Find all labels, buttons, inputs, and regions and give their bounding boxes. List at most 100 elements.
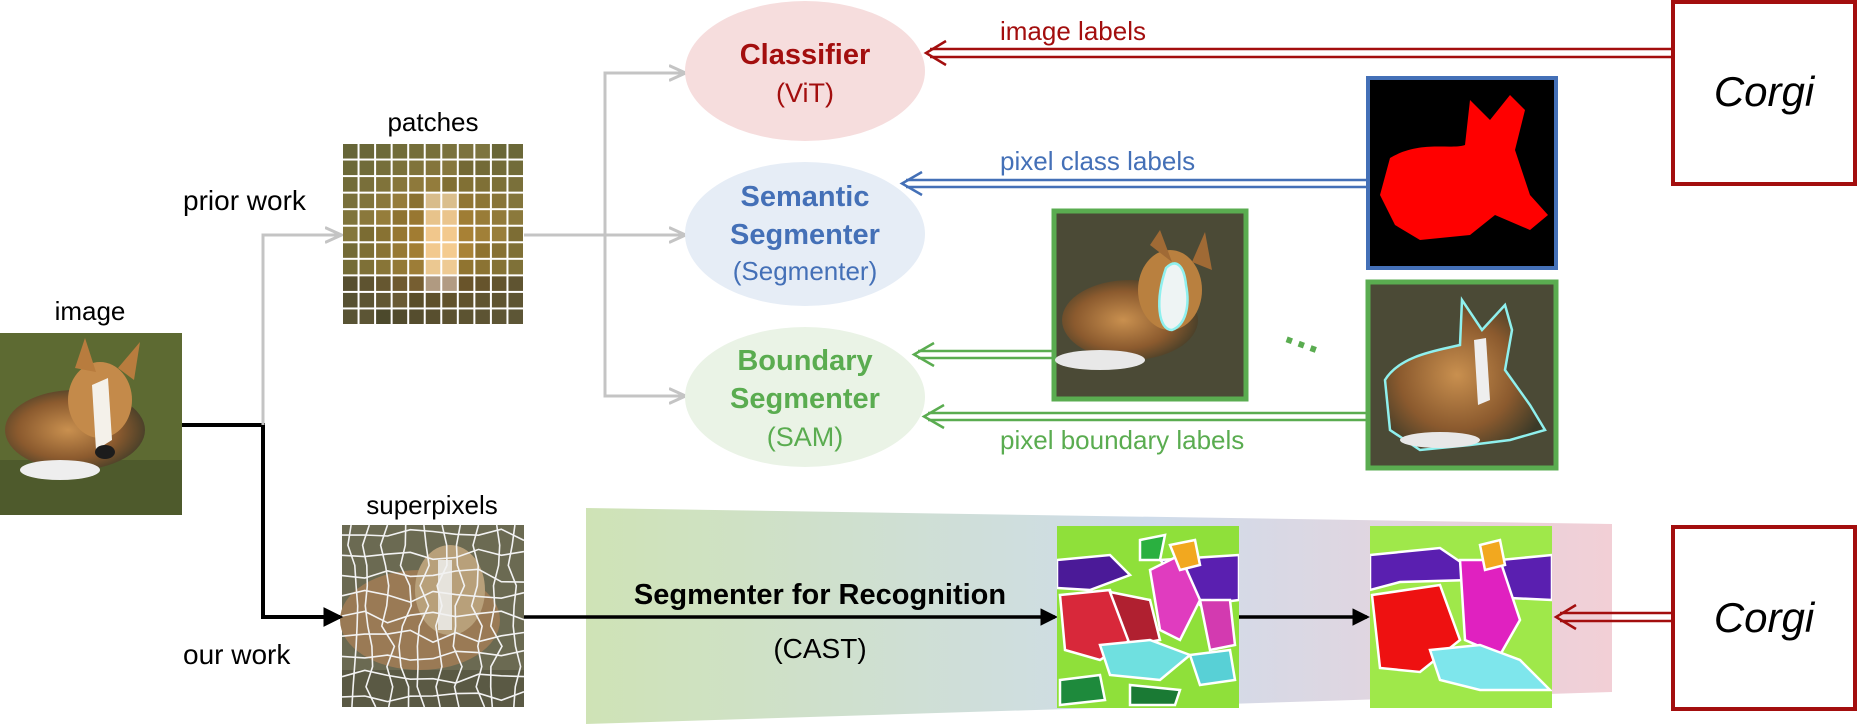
patch-cell [425, 210, 441, 225]
patch-cell [442, 259, 457, 275]
superpixel-boundary [452, 524, 466, 708]
patch-cell [359, 177, 375, 192]
pixel-boundary-labels-text: pixel boundary labels [1000, 425, 1244, 455]
class-label-top: Corgi [1714, 68, 1816, 115]
patch-cell [458, 144, 474, 159]
patch-cell [392, 160, 408, 176]
patch-cell [359, 276, 375, 291]
semantic-segmenter-node: Semantic Segmenter (Segmenter) [685, 162, 925, 306]
patch-cell [376, 243, 391, 258]
patch-cell [409, 226, 424, 242]
patch-cell [376, 259, 391, 275]
patch-cell [458, 210, 474, 225]
patch-cell [392, 226, 408, 242]
boundary-line1: Boundary [737, 345, 872, 377]
patch-cell [392, 177, 408, 192]
patch-cell [392, 309, 408, 324]
patch-cell [343, 144, 358, 159]
superpixel-boundary [341, 528, 525, 542]
patch-cell [409, 243, 424, 258]
patch-cell [343, 160, 358, 176]
patch-cell [475, 210, 490, 225]
patch-cell [425, 177, 441, 192]
prior-work-label: prior work [183, 185, 307, 216]
superpixel-boundary [470, 524, 486, 708]
superpixel-boundary [341, 548, 525, 561]
superpixel-boundary [341, 669, 525, 684]
pixel-class-labels-text: pixel class labels [1000, 146, 1195, 176]
patch-cell [392, 210, 408, 225]
our-work-label: our work [183, 639, 291, 670]
patch-cell [442, 226, 457, 242]
patch-cell [359, 292, 375, 308]
patch-cell [392, 144, 408, 159]
patch-cell [376, 292, 391, 308]
patch-cell [376, 210, 391, 225]
patch-cell [491, 309, 507, 324]
pixel-boundary-arrow-upper [911, 341, 1054, 368]
patch-cell [475, 243, 490, 258]
patch-cell [425, 259, 441, 275]
input-trunk-arrow [182, 423, 344, 627]
patch-cell [376, 276, 391, 291]
superpixel-boundary [341, 690, 525, 703]
patch-cell [491, 210, 507, 225]
prior-work-fanout-arrows [524, 73, 684, 396]
patch-cell [343, 243, 358, 258]
patch-cell [491, 160, 507, 176]
patch-cell [425, 226, 441, 242]
patch-cell [508, 144, 523, 159]
fine-segmentation-output [1057, 526, 1239, 708]
pixel-boundary-arrow-lower [921, 403, 1368, 430]
patch-cell [392, 193, 408, 209]
patch-cell [409, 193, 424, 209]
superpixel-boundary [507, 524, 522, 708]
superpixel-image [340, 524, 525, 708]
patch-cell [508, 210, 523, 225]
patch-cell [409, 309, 424, 324]
patch-cell [475, 292, 490, 308]
patch-cell [343, 210, 358, 225]
patch-cell [409, 259, 424, 275]
semantic-sub: (Segmenter) [733, 256, 878, 286]
patch-cell [458, 243, 474, 258]
patch-cell [458, 259, 474, 275]
patch-cell [442, 210, 457, 225]
patch-cell [392, 243, 408, 258]
semantic-line2: Segmenter [730, 219, 880, 251]
input-image [0, 333, 182, 515]
class-label-box-top: Corgi [1671, 0, 1857, 186]
prior-work-arrow [261, 235, 340, 425]
superpixel-boundary [434, 524, 448, 708]
patch-cell [409, 210, 424, 225]
patch-cell [343, 193, 358, 209]
patch-cell [376, 193, 391, 209]
patch-cell [409, 177, 424, 192]
boundary-sample-image-1 [1051, 208, 1249, 402]
patch-cell [343, 259, 358, 275]
patch-cell [491, 144, 507, 159]
patch-cell [343, 292, 358, 308]
class-label-box-bottom: Corgi [1671, 525, 1857, 711]
ellipsis-more-samples: … [1278, 308, 1331, 363]
patch-cell [359, 226, 375, 242]
patch-cell [425, 144, 441, 159]
patch-cell [508, 292, 523, 308]
patch-cell [491, 177, 507, 192]
patch-grid [343, 144, 523, 324]
patch-cell [458, 309, 474, 324]
superpixel-boundary [416, 524, 430, 708]
semantic-mask-image [1366, 76, 1558, 270]
patch-cell [442, 243, 457, 258]
patch-cell [359, 160, 375, 176]
patch-cell [359, 243, 375, 258]
cast-sub: (CAST) [773, 633, 866, 664]
superpixel-boundary [379, 524, 396, 708]
cast-title: Segmenter for Recognition [634, 579, 1006, 611]
patch-cell [508, 259, 523, 275]
pixel-class-labels-arrow [899, 170, 1368, 197]
boundary-sub: (SAM) [767, 422, 844, 452]
semantic-line1: Semantic [741, 181, 870, 213]
patch-cell [475, 276, 490, 291]
